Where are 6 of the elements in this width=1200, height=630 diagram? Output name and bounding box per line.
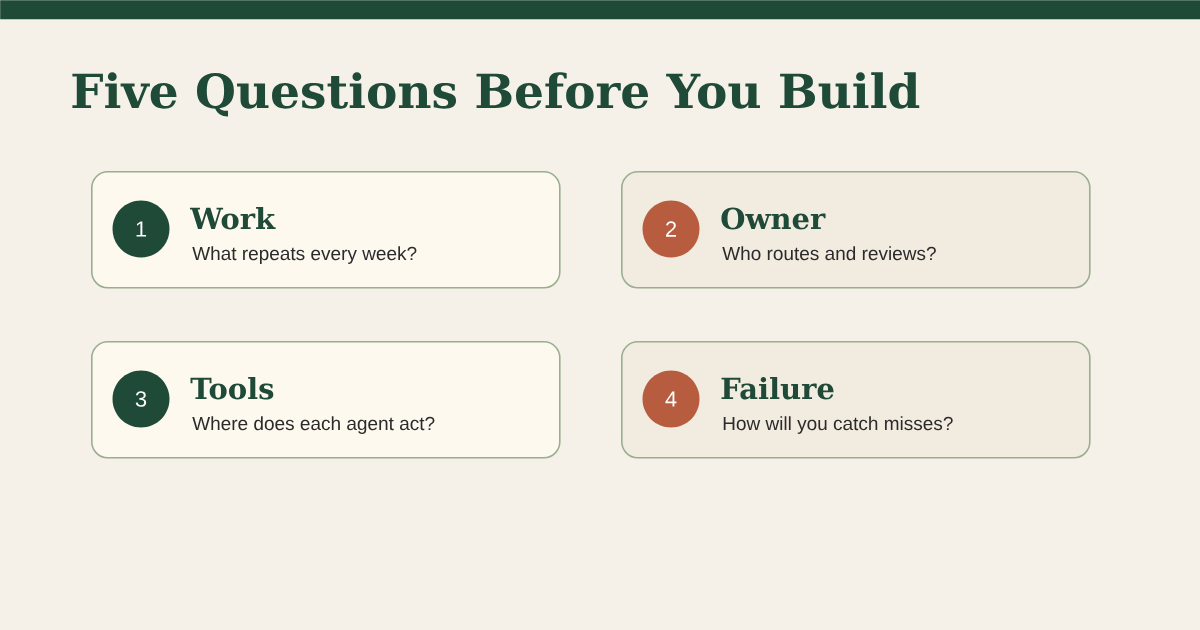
top-bar: [0, 0, 1200, 20]
number-badge: 2: [642, 200, 700, 258]
number-badge: 4: [642, 370, 700, 428]
page-title: Five Questions Before You Build: [72, 72, 920, 117]
number-badge: 1: [112, 200, 170, 258]
number-badge: 3: [112, 370, 170, 428]
